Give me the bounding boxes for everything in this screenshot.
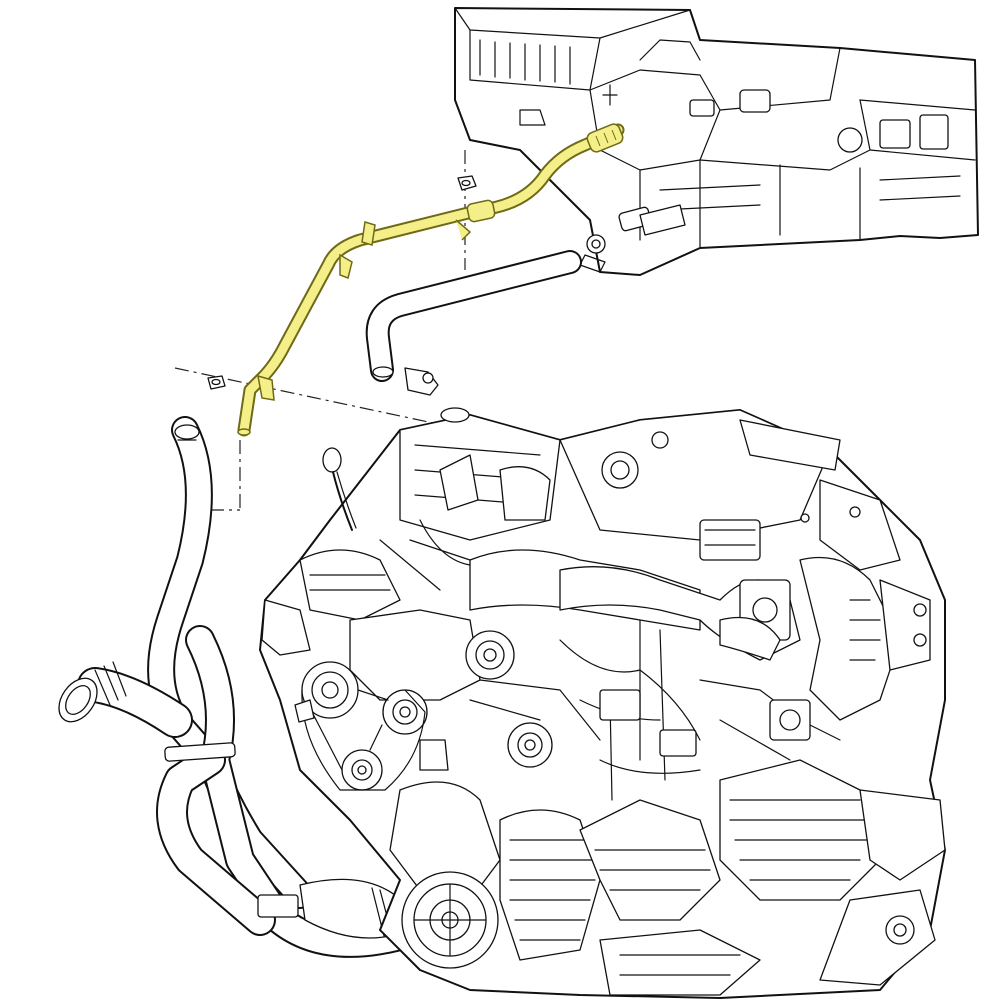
engine-assembly: [259, 407, 946, 999]
fastener-nut-upper: [457, 175, 477, 191]
lower-coolant-tube-assembly: [58, 416, 435, 958]
fastener-nut-lower: [207, 375, 226, 390]
highlighted-heater-tube: [237, 123, 625, 437]
oil-dipstick: [322, 447, 357, 531]
hvac-heater-module: [454, 7, 979, 276]
heater-hose: [365, 250, 582, 396]
